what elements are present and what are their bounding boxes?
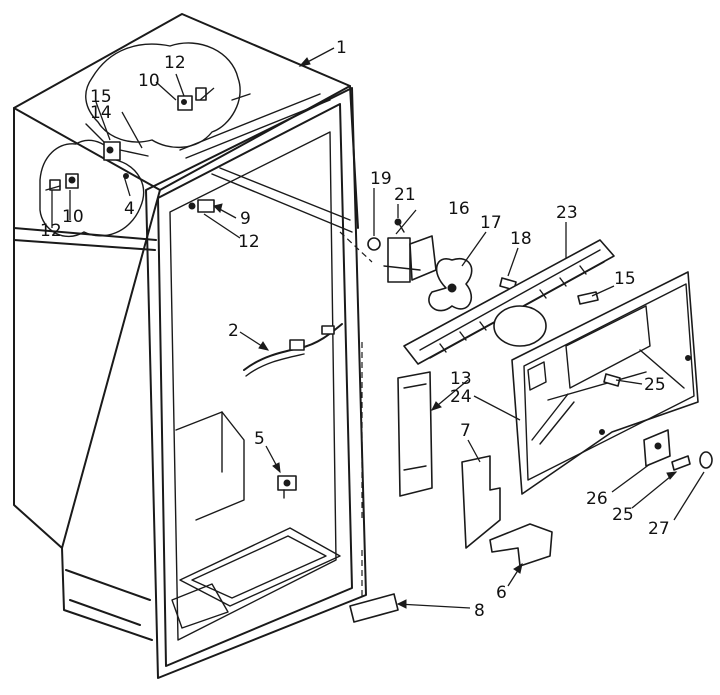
mounting-hardware <box>643 429 713 471</box>
wiring-cutaway-upper <box>39 42 241 238</box>
callout-12-right: 12 <box>238 232 260 252</box>
cover-panel-7 <box>461 455 501 549</box>
door-switch <box>277 475 297 499</box>
callout-16: 16 <box>448 199 470 219</box>
bracket-6 <box>489 523 553 567</box>
callout-5: 5 <box>254 429 265 449</box>
callout-7: 7 <box>460 421 471 441</box>
leader-lines <box>51 47 705 609</box>
callout-1: 1 <box>336 38 347 58</box>
callout-17: 17 <box>480 213 502 233</box>
trim-8 <box>349 593 399 623</box>
evaporator-panel-24 <box>511 271 699 495</box>
callout-10-lower: 10 <box>62 207 84 227</box>
callout-15-upper: 15 <box>90 87 112 107</box>
callout-12-left: 12 <box>40 221 62 241</box>
callout-8: 8 <box>474 601 485 621</box>
callout-labels: 1 2 4 5 6 7 8 9 10 10 12 12 12 13 14 15 … <box>40 38 670 621</box>
callout-15-right: 15 <box>614 269 636 289</box>
callout-6: 6 <box>496 583 507 603</box>
callout-27: 27 <box>648 519 670 539</box>
callout-13: 13 <box>450 369 472 389</box>
callout-25-upper: 25 <box>644 375 666 395</box>
callout-23: 23 <box>556 203 578 223</box>
callout-9: 9 <box>240 209 251 229</box>
callout-19: 19 <box>370 169 392 189</box>
bracket-13 <box>397 371 433 497</box>
callout-24: 24 <box>450 387 472 407</box>
air-duct-23 <box>403 239 615 365</box>
callout-4: 4 <box>124 199 135 219</box>
callout-25-lower: 25 <box>612 505 634 525</box>
callout-2: 2 <box>228 321 239 341</box>
cabinet-liner-frame <box>145 87 373 679</box>
callout-18: 18 <box>510 229 532 249</box>
callout-21: 21 <box>394 185 416 205</box>
callout-14: 14 <box>90 103 112 123</box>
wire-harness <box>243 323 343 377</box>
callout-10-upper: 10 <box>138 71 160 91</box>
callout-26: 26 <box>586 489 608 509</box>
callout-12-top: 12 <box>164 53 186 73</box>
